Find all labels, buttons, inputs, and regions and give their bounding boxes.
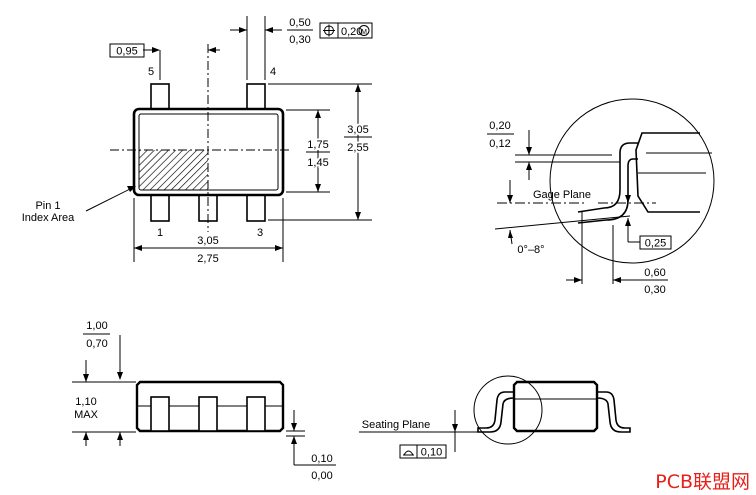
pin-5-lead: [150, 83, 170, 110]
body-width-min: 1,45: [307, 157, 328, 169]
lead-thick-min: 0,12: [489, 138, 510, 150]
overall-width-max: 3,05: [347, 124, 368, 136]
pin-5-label: 5: [148, 66, 154, 78]
gage-plane-label: Gage Plane: [533, 189, 591, 201]
pin1-label-line1: Pin 1: [35, 200, 60, 212]
seating-view: Seating Plane 0,10: [359, 375, 631, 459]
clearance-max: 0,10: [311, 453, 332, 465]
seating-plane-label: Seating Plane: [362, 419, 431, 431]
gage-value: 0,25: [645, 238, 666, 250]
pitch-label: 0,95: [116, 46, 137, 58]
pin-4-label: 4: [270, 66, 276, 78]
height-label: MAX: [74, 409, 99, 421]
mmc-symbol-icon: [358, 25, 370, 36]
foot-min: 0,30: [644, 284, 665, 296]
watermark-logo: PCB联盟网: [655, 471, 750, 493]
standoff-max: 1,00: [86, 320, 107, 332]
body-length-min: 2,75: [197, 253, 218, 265]
pin-1-label: 1: [157, 227, 163, 239]
pin1-index-area: [139, 150, 208, 190]
angle-label: 0°–8°: [517, 244, 544, 256]
lead-detail-view: 0,20 0,12 Gage Plane 0,25 0°–8° 0,60 0,3…: [487, 98, 715, 296]
side-lead-3: [246, 396, 266, 432]
lead-width-max: 0,50: [289, 17, 310, 29]
flatness-symbol-icon: [403, 450, 414, 456]
height-max: 1,10: [75, 396, 96, 408]
clearance-min: 0,00: [311, 470, 332, 482]
body-width-max: 1,75: [307, 139, 328, 151]
coplanarity-value: 0,10: [421, 447, 442, 459]
side-lead-2: [198, 396, 218, 432]
standoff-min: 0,70: [86, 338, 107, 350]
body-length-max: 3,05: [197, 235, 218, 247]
coplanarity-frame: 0,10: [399, 444, 447, 459]
foot-max: 0,60: [644, 267, 665, 279]
position-tolerance: 0,20: [341, 26, 362, 38]
pin-3-label: 3: [257, 227, 263, 239]
overall-width-min: 2,55: [347, 142, 368, 154]
side-view: 1,00 0,70 1,10 MAX 0,10 0,00: [72, 320, 336, 482]
top-view: 0,95 5 4 1 3 0,50 0,30 0,20 M: [22, 16, 373, 265]
side-lead-1: [150, 396, 170, 432]
mmc-symbol: M: [361, 29, 367, 36]
pin-1-lead: [150, 194, 170, 222]
lead-width-min: 0,30: [289, 34, 310, 46]
pin-4-lead: [246, 83, 266, 110]
position-tolerance-frame: 0,20 M: [319, 22, 373, 39]
pin-3-lead: [246, 194, 266, 222]
lead-thick-max: 0,20: [489, 120, 510, 132]
pin1-label-line2: Index Area: [22, 212, 75, 224]
